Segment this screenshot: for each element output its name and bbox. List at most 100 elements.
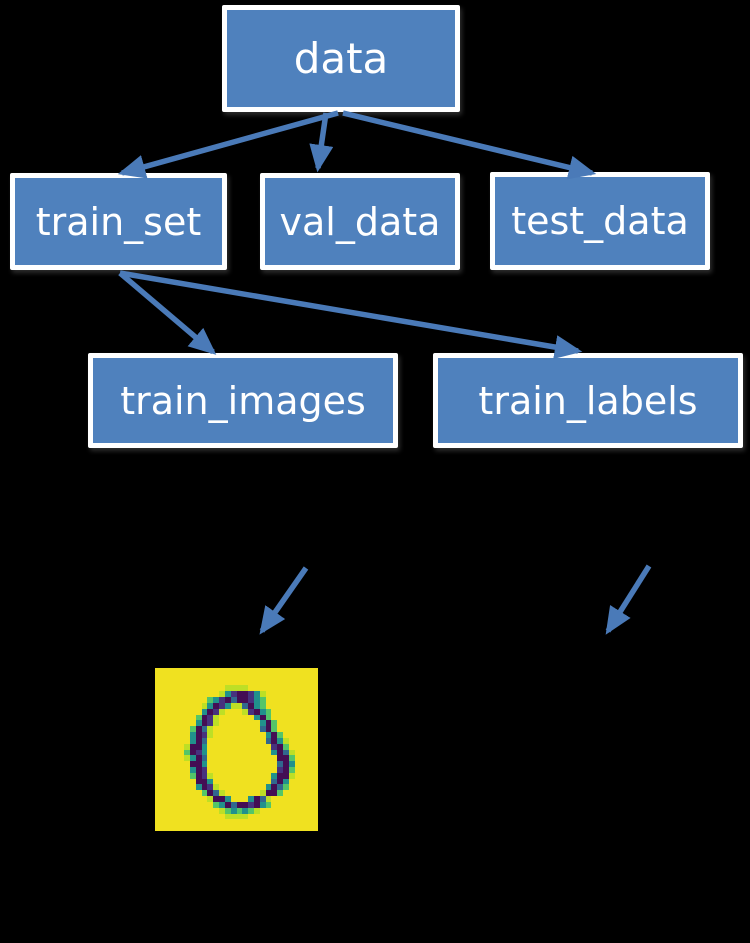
digit-pixel: [253, 801, 260, 808]
digit-pixel: [259, 679, 266, 686]
digit-pixel: [184, 702, 190, 709]
digit-pixel: [172, 708, 179, 715]
digit-pixel: [195, 714, 202, 721]
digit-pixel: [155, 813, 161, 820]
digit-pixel: [300, 673, 307, 680]
digit-pixel: [300, 790, 307, 797]
digit-pixel: [253, 737, 260, 744]
digit-pixel: [248, 784, 254, 791]
digit-pixel: [213, 819, 220, 826]
digit-pixel: [230, 807, 237, 814]
digit-pixel: [230, 825, 237, 831]
digit-pixel: [230, 743, 237, 750]
digit-pixel: [259, 807, 266, 814]
digit-pixel: [277, 720, 284, 727]
digit-pixel: [189, 673, 196, 680]
digit-pixel: [189, 737, 196, 744]
digit-pixel: [236, 790, 243, 797]
digit-pixel: [207, 796, 214, 802]
digit-pixel: [160, 778, 167, 785]
digit-pixel: [300, 813, 307, 820]
digit-pixel: [219, 732, 225, 738]
digit-pixel: [178, 732, 185, 738]
digit-pixel: [195, 778, 202, 785]
digit-pixel: [207, 790, 214, 797]
digit-pixel: [155, 807, 161, 814]
digit-pixel: [195, 732, 202, 738]
digit-pixel: [184, 766, 190, 773]
digit-pixel: [213, 743, 220, 750]
digit-pixel: [230, 685, 237, 692]
connector-data-to-train-set: [117, 110, 339, 179]
digit-pixel: [172, 796, 179, 802]
digit-pixel: [288, 697, 295, 703]
digit-pixel: [242, 766, 249, 773]
digit-pixel: [195, 702, 202, 709]
digit-pixel: [283, 668, 289, 674]
digit-pixel: [300, 702, 307, 709]
digit-pixel: [184, 778, 190, 785]
digit-pixel: [189, 796, 196, 802]
digit-pixel: [172, 691, 179, 698]
digit-pixel: [172, 790, 179, 797]
digit-pixel: [283, 755, 289, 762]
digit-pixel: [178, 749, 185, 756]
digit-pixel: [201, 697, 208, 703]
digit-pixel: [271, 714, 278, 721]
digit-pixel: [306, 679, 313, 686]
digit-pixel: [219, 807, 225, 814]
digit-pixel: [224, 685, 231, 692]
digit-pixel: [230, 702, 237, 709]
digit-pixel: [160, 673, 167, 680]
digit-pixel: [219, 720, 225, 727]
digit-pixel: [172, 755, 179, 762]
digit-pixel: [253, 668, 260, 674]
digit-pixel: [166, 766, 173, 773]
digit-pixel: [160, 784, 167, 791]
digit-pixel: [253, 761, 260, 767]
digit-pixel: [184, 732, 190, 738]
digit-pixel: [166, 749, 173, 756]
digit-pixel: [213, 726, 220, 733]
digit-pixel: [213, 685, 220, 692]
digit-pixel: [213, 778, 220, 785]
digit-pixel: [271, 784, 278, 791]
digit-pixel: [294, 668, 301, 674]
digit-pixel: [189, 790, 196, 797]
digit-pixel: [201, 679, 208, 686]
digit-pixel: [236, 807, 243, 814]
digit-pixel: [213, 813, 220, 820]
digit-pixel: [219, 772, 225, 779]
digit-pixel: [236, 813, 243, 820]
digit-pixel: [201, 714, 208, 721]
digit-pixel: [195, 685, 202, 692]
digit-pixel: [253, 749, 260, 756]
digit-pixel: [271, 702, 278, 709]
digit-pixel: [178, 801, 185, 808]
digit-pixel: [219, 668, 225, 674]
digit-pixel: [213, 796, 220, 802]
digit-pixel: [189, 784, 196, 791]
digit-pixel: [195, 807, 202, 814]
digit-pixel: [184, 691, 190, 698]
digit-pixel: [207, 737, 214, 744]
digit-pixel: [155, 766, 161, 773]
digit-pixel: [271, 685, 278, 692]
digit-pixel: [271, 801, 278, 808]
digit-pixel: [248, 807, 254, 814]
digit-pixel: [178, 714, 185, 721]
digit-pixel: [230, 737, 237, 744]
digit-pixel: [294, 784, 301, 791]
digit-pixel: [166, 778, 173, 785]
digit-pixel: [265, 825, 272, 831]
digit-pixel: [312, 825, 318, 831]
digit-pixel: [300, 784, 307, 791]
digit-pixel: [184, 673, 190, 680]
digit-pixel: [253, 720, 260, 727]
digit-pixel: [184, 784, 190, 791]
digit-pixel: [201, 761, 208, 767]
digit-pixel: [160, 790, 167, 797]
digit-pixel: [184, 801, 190, 808]
digit-pixel: [300, 685, 307, 692]
digit-pixel: [306, 778, 313, 785]
